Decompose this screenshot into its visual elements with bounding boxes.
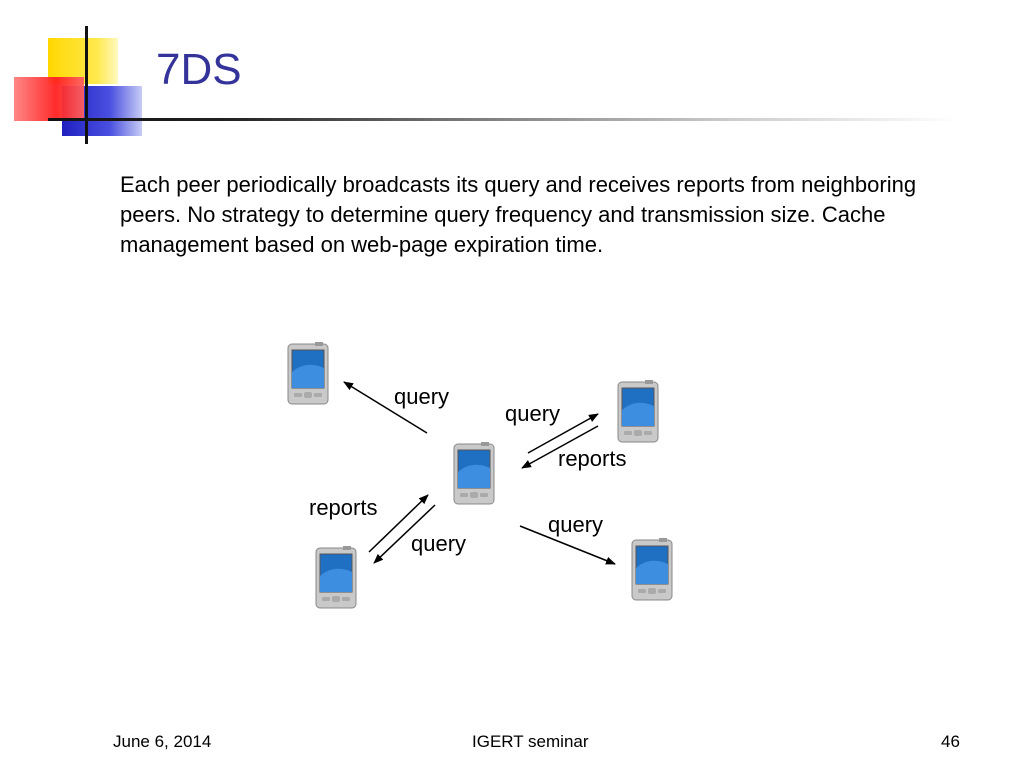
slide-body-text: Each peer periodically broadcasts its qu…: [120, 172, 917, 257]
pda-device-icon: [286, 342, 330, 406]
logo-red-square: [14, 77, 84, 121]
footer-title: IGERT seminar: [472, 732, 589, 751]
pda-device-icon: [452, 442, 496, 506]
arrow-query-top-left: [343, 381, 428, 434]
label-query-top-left: query: [394, 384, 450, 409]
arrow-reports-left: [368, 494, 429, 553]
pda-device-icon: [616, 380, 660, 444]
pda-device-icon: [314, 546, 358, 610]
label-query-top-right: query: [505, 401, 561, 426]
arrow-query-bottom-right: [519, 525, 616, 565]
footer-date: June 6, 2014: [113, 732, 212, 751]
title-underline: [48, 118, 960, 121]
footer-page-number: 46: [941, 732, 960, 751]
arrow-query-top-right: [527, 413, 599, 454]
logo-vertical-line: [85, 26, 88, 144]
arrow-reports-right: [521, 425, 599, 469]
pda-device-icon: [630, 538, 674, 602]
label-query-bottom-left: query: [411, 531, 467, 556]
label-query-bottom-right: query: [548, 512, 604, 537]
logo-yellow-square: [48, 38, 118, 84]
arrow-query-bottom-left: [373, 504, 436, 564]
label-reports-left: reports: [309, 495, 378, 520]
slide-title: 7DS: [156, 45, 242, 94]
label-reports-right: reports: [558, 446, 627, 471]
